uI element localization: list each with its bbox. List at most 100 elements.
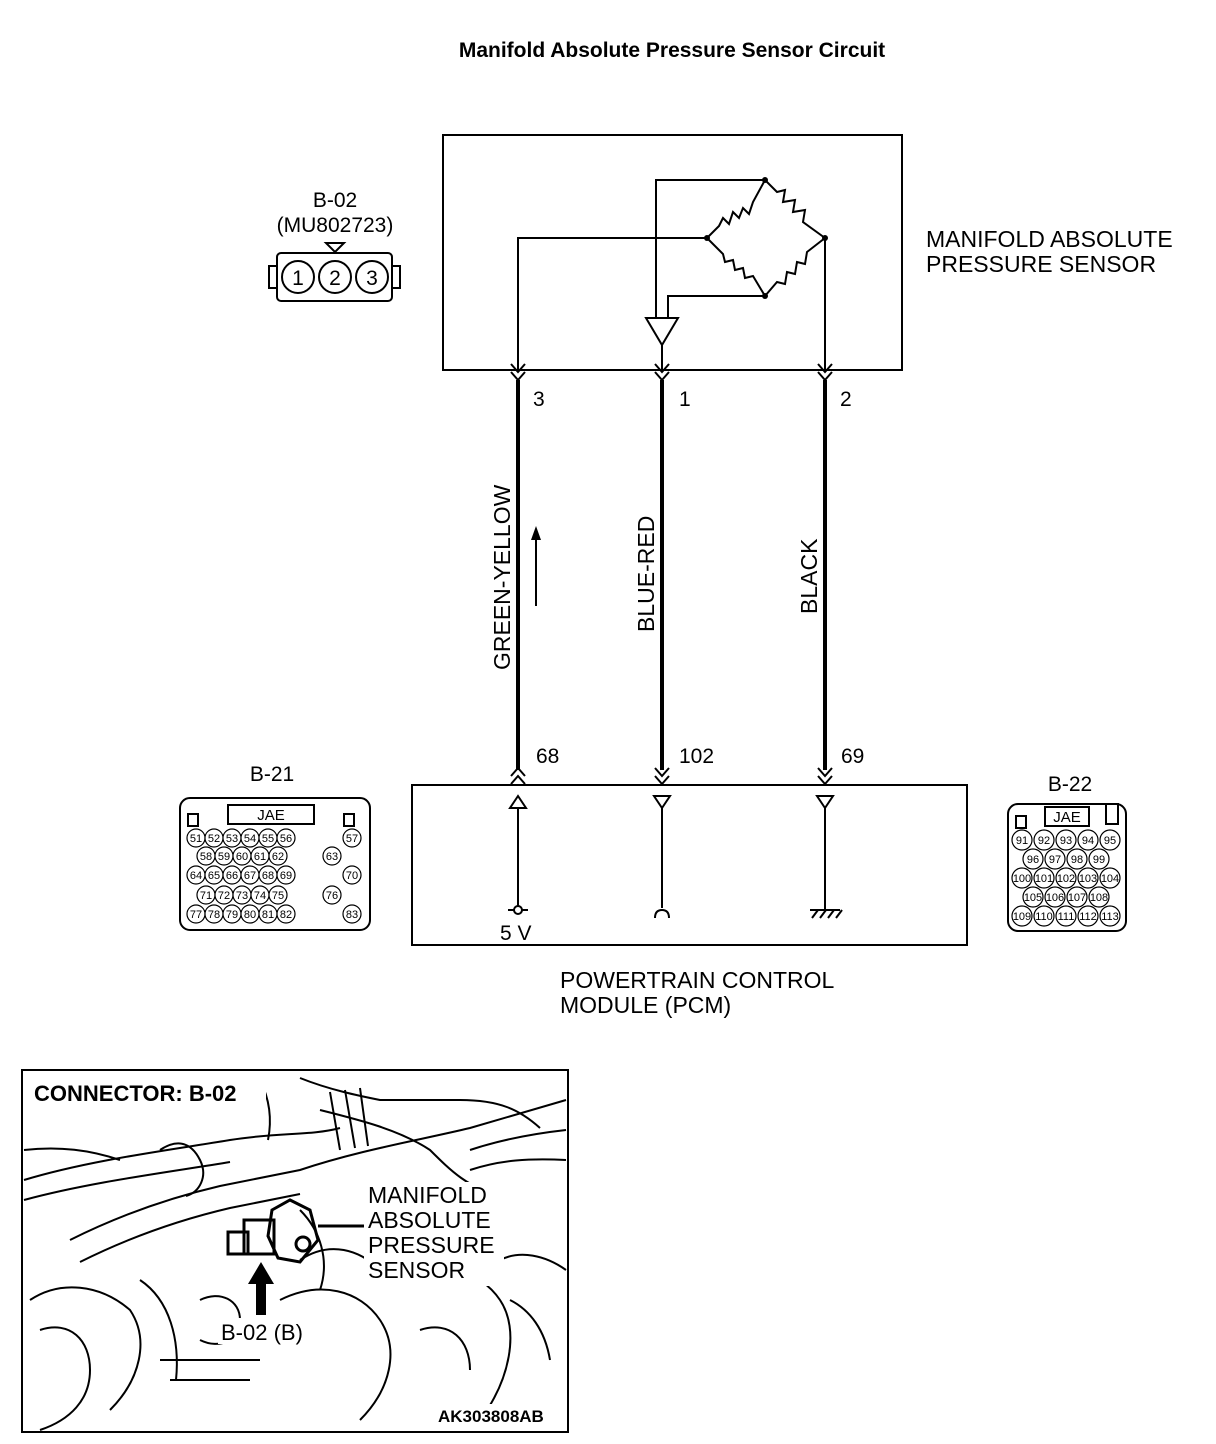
pin-socket xyxy=(276,865,296,885)
callout-line: PRESSURE xyxy=(368,1232,495,1258)
amplifier-icon xyxy=(644,317,680,347)
pin-number: 112 xyxy=(1079,911,1097,923)
wire-color-label: GREEN-YELLOW xyxy=(489,484,515,670)
pin-number: 106 xyxy=(1046,892,1064,904)
pin-number: 104 xyxy=(1101,873,1119,885)
pin-number: 102 xyxy=(1057,873,1075,885)
pin-number: 72 xyxy=(218,890,230,902)
pin-socket xyxy=(1077,829,1099,851)
pin-socket xyxy=(1033,905,1055,927)
pin-socket xyxy=(276,828,296,848)
sensor-pin-label: 3 xyxy=(533,388,545,411)
pin-socket xyxy=(1011,829,1033,851)
pin-number: 99 xyxy=(1093,854,1105,866)
pin-number: 109 xyxy=(1013,911,1031,923)
connector-pin: 2 xyxy=(329,267,341,290)
pin-socket xyxy=(1066,886,1088,908)
connector-b02: B-02 (MU802723) 1 2 3 xyxy=(268,189,401,302)
pin-number: 108 xyxy=(1090,892,1108,904)
inset-heading: CONNECTOR: B-02 xyxy=(34,1081,237,1106)
pin-socket xyxy=(322,846,342,866)
sensor-label-line2: PRESSURE SENSOR xyxy=(926,251,1156,277)
pin-number: 71 xyxy=(200,890,212,902)
pin-socket xyxy=(1088,886,1110,908)
pin-number: 53 xyxy=(226,833,238,845)
pin-number: 113 xyxy=(1101,911,1119,923)
connector-tag-label: B-02 (B) xyxy=(221,1320,303,1345)
connector-part-number: (MU802723) xyxy=(277,214,394,237)
connector-pin: 3 xyxy=(366,267,378,290)
pin-socket xyxy=(1055,905,1077,927)
sensor-pin-label: 1 xyxy=(679,388,691,411)
connector-name: B-22 xyxy=(1048,773,1092,796)
pin-number: 75 xyxy=(272,890,284,902)
pin-number: 80 xyxy=(244,909,256,921)
pin-number: 95 xyxy=(1104,835,1116,847)
pin-number: 57 xyxy=(346,833,358,845)
pin-socket xyxy=(1044,886,1066,908)
pin-number: 82 xyxy=(280,909,292,921)
callout-line: SENSOR xyxy=(368,1257,465,1283)
pin-number: 54 xyxy=(244,833,256,845)
connector-name: B-02 xyxy=(313,189,357,212)
wire-color-label: BLUE-RED xyxy=(633,516,659,632)
pin-number: 81 xyxy=(262,909,274,921)
pin-number: 83 xyxy=(346,909,358,921)
pin-number: 68 xyxy=(262,870,274,882)
connector-maker: JAE xyxy=(257,807,285,824)
pin-socket xyxy=(1022,886,1044,908)
pin-number: 73 xyxy=(236,890,248,902)
pin-number: 79 xyxy=(226,909,238,921)
pin-number: 78 xyxy=(208,909,220,921)
pin-socket xyxy=(1055,829,1077,851)
pin-number: 55 xyxy=(262,833,274,845)
pin-number: 92 xyxy=(1038,835,1050,847)
connector-maker: JAE xyxy=(1053,809,1081,826)
figure-code: AK303808AB xyxy=(438,1407,544,1426)
pin-number: 98 xyxy=(1071,854,1083,866)
pin-number: 74 xyxy=(254,890,266,902)
harness-wires: GREEN-YELLOW BLUE-RED BLACK 68 102 69 xyxy=(489,380,864,786)
connector-pin: 1 xyxy=(292,267,304,290)
pin-number: 66 xyxy=(226,870,238,882)
pin-number: 77 xyxy=(190,909,202,921)
pin-socket xyxy=(1011,905,1033,927)
pin-number: 105 xyxy=(1024,892,1042,904)
pin-socket xyxy=(1044,848,1066,870)
pin-number: 110 xyxy=(1035,911,1053,923)
supply-terminal-icon xyxy=(513,905,523,915)
pin-number: 52 xyxy=(208,833,220,845)
pin-socket xyxy=(1077,905,1099,927)
pin-socket xyxy=(1099,905,1121,927)
pin-number: 100 xyxy=(1013,873,1031,885)
pin-socket xyxy=(268,885,288,905)
map-sensor: MANIFOLD ABSOLUTE PRESSURE SENSOR 3 1 2 xyxy=(442,134,1173,411)
pcm-box xyxy=(411,784,968,946)
pin-number: 60 xyxy=(236,851,248,863)
sensor-label-line1: MANIFOLD ABSOLUTE xyxy=(926,226,1173,252)
pin-number: 93 xyxy=(1060,835,1072,847)
pin-number: 76 xyxy=(326,890,338,902)
pcm-pin-label: 68 xyxy=(536,745,559,768)
pin-socket xyxy=(1011,867,1033,889)
pin-socket xyxy=(322,885,342,905)
pin-number: 96 xyxy=(1027,854,1039,866)
pin-socket xyxy=(342,865,362,885)
pcm-pin-label: 69 xyxy=(841,745,864,768)
pin-number: 111 xyxy=(1058,911,1075,923)
pin-number: 67 xyxy=(244,870,256,882)
sensor-pin-label: 2 xyxy=(840,388,852,411)
wire-color-label: BLACK xyxy=(796,538,822,614)
pin-socket xyxy=(1022,848,1044,870)
pcm-label-line2: MODULE (PCM) xyxy=(560,992,731,1018)
pin-number: 64 xyxy=(190,870,202,882)
callout-line: MANIFOLD xyxy=(368,1182,487,1208)
pin-socket xyxy=(1077,867,1099,889)
pin-socket xyxy=(1033,867,1055,889)
sensor-box xyxy=(442,134,903,371)
pin-number: 107 xyxy=(1068,892,1086,904)
pin-number: 63 xyxy=(326,851,338,863)
